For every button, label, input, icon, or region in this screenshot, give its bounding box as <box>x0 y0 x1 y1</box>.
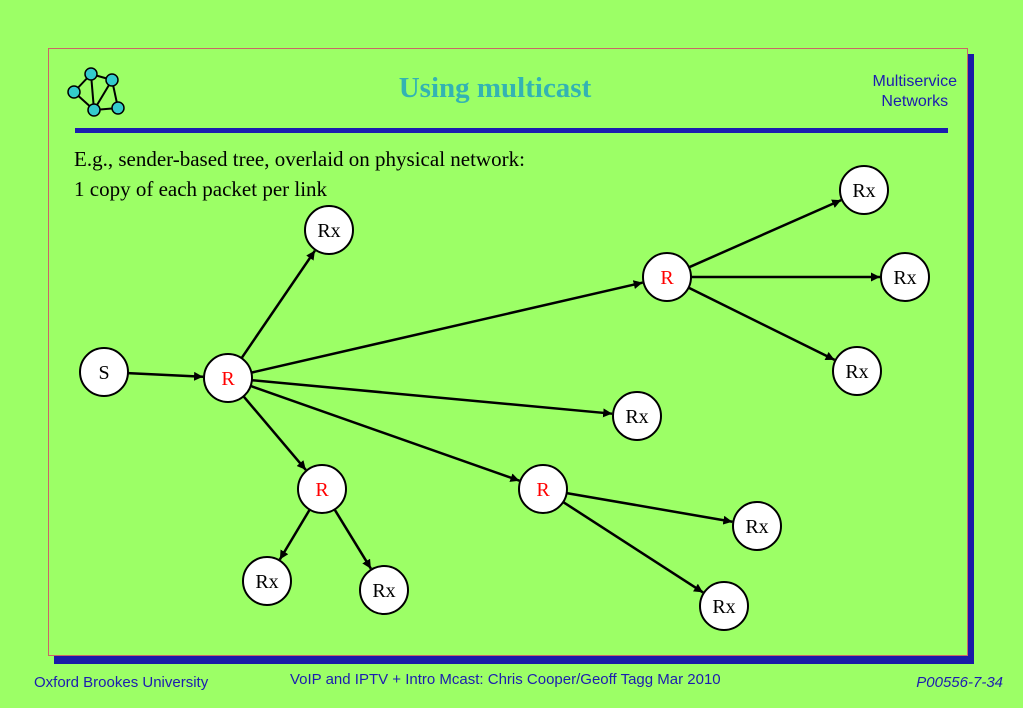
node-rx9: Rx <box>699 581 749 631</box>
edge-r1-rx1 <box>240 249 316 359</box>
title-divider <box>75 128 948 133</box>
node-rx2: Rx <box>839 165 889 215</box>
edge-r4-rx9 <box>562 500 704 594</box>
node-rx3-label: Rx <box>893 267 916 289</box>
brand-line-1: Multiservice <box>872 73 957 90</box>
node-rx2-circle <box>839 165 889 215</box>
slide-title: Using multicast <box>398 72 592 104</box>
footer-center: VoIP and IPTV + Intro Mcast: Chris Coope… <box>290 671 721 688</box>
node-rx4-label: Rx <box>845 361 868 383</box>
node-r3-label: R <box>315 479 329 501</box>
brand-line-2: Networks <box>881 93 949 110</box>
edge-r1-r2 <box>251 280 643 374</box>
node-r3-circle <box>297 464 347 514</box>
node-s-label: S <box>98 362 109 384</box>
node-rx1: Rx <box>304 205 354 255</box>
node-rx3: Rx <box>880 252 930 302</box>
edge-r2-rx2 <box>688 198 842 269</box>
network-graph-icon <box>67 67 125 117</box>
brand-label: Multiservice Networks <box>873 72 957 112</box>
node-r2: R <box>642 252 692 302</box>
node-r4-circle <box>518 464 568 514</box>
node-r2-label: R <box>660 267 674 289</box>
intro-line-2: 1 copy of each packet per link <box>74 177 328 201</box>
node-rx8-label: Rx <box>745 516 768 538</box>
node-rx2-label: Rx <box>852 180 875 202</box>
node-rx5-circle <box>612 391 662 441</box>
node-r1-circle <box>203 353 253 403</box>
slide-frame <box>48 48 968 656</box>
footer-left: Oxford Brookes University <box>34 674 209 691</box>
edge-s-r1 <box>127 371 204 381</box>
node-r3: R <box>297 464 347 514</box>
node-rx8: Rx <box>732 501 782 551</box>
edge-r3-rx7 <box>333 508 372 570</box>
node-rx6-label: Rx <box>255 571 278 593</box>
node-rx4-circle <box>832 346 882 396</box>
node-rx7: Rx <box>359 565 409 615</box>
node-rx7-circle <box>359 565 409 615</box>
footer-right: P00556-7-34 <box>916 674 1003 691</box>
node-rx5-label: Rx <box>625 406 648 428</box>
node-rx5: Rx <box>612 391 662 441</box>
node-rx6: Rx <box>242 556 292 606</box>
intro-text: E.g., sender-based tree, overlaid on phy… <box>74 144 525 204</box>
edge-r1-r4 <box>250 384 520 482</box>
edge-r1-r3 <box>242 395 307 471</box>
node-rx1-label: Rx <box>317 220 340 242</box>
node-r4-label: R <box>536 479 550 501</box>
node-s: S <box>79 347 129 397</box>
node-rx8-circle <box>732 501 782 551</box>
edge-r1-rx5 <box>251 378 613 418</box>
edge-r4-rx8 <box>566 491 733 525</box>
node-rx4: Rx <box>832 346 882 396</box>
node-r2-circle <box>642 252 692 302</box>
intro-line-1: E.g., sender-based tree, overlaid on phy… <box>74 147 525 171</box>
node-r4: R <box>518 464 568 514</box>
edge-r3-rx6 <box>278 508 311 561</box>
node-r1-label: R <box>221 368 235 390</box>
node-rx9-circle <box>699 581 749 631</box>
node-r1: R <box>203 353 253 403</box>
node-rx3-circle <box>880 252 930 302</box>
node-rx9-label: Rx <box>712 596 735 618</box>
node-s-circle <box>79 347 129 397</box>
edge-r2-rx4 <box>687 286 836 362</box>
node-rx6-circle <box>242 556 292 606</box>
node-rx7-label: Rx <box>372 580 395 602</box>
node-rx1-circle <box>304 205 354 255</box>
